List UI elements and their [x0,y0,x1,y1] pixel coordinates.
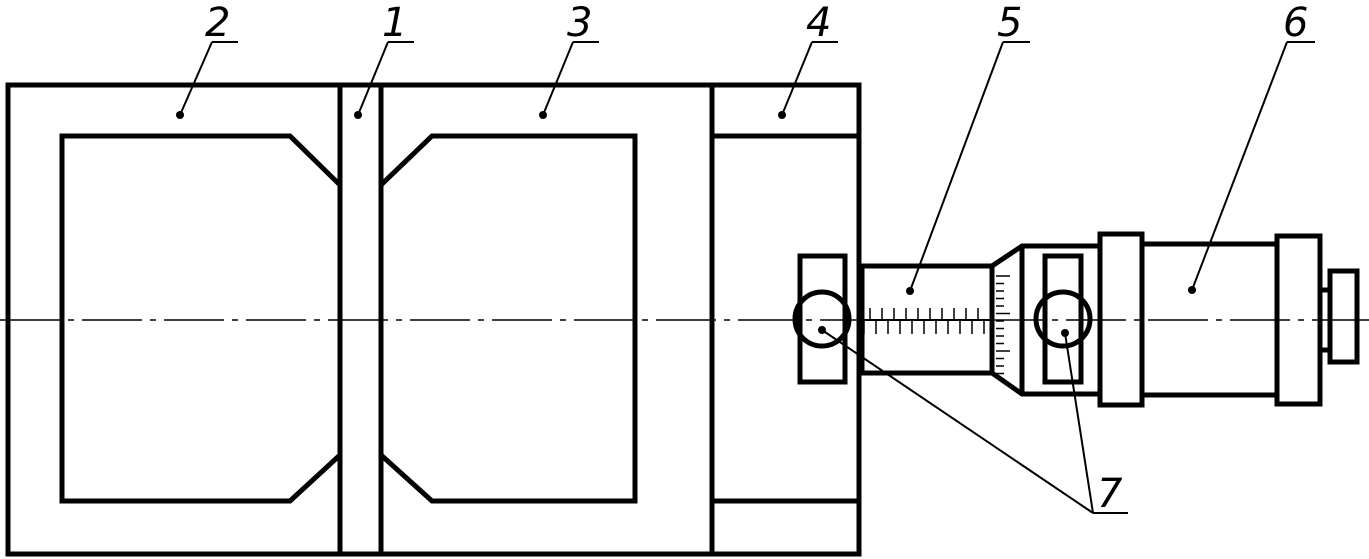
label-2: 2 [205,0,230,46]
right-cavity [378,133,638,504]
right-clamp [1033,253,1093,385]
label-6: 6 [1283,0,1308,46]
label-4: 4 [806,0,831,46]
left-clamp [792,253,852,385]
label-7: 7 [1097,471,1123,517]
leaders [176,41,1315,514]
ratchet-knob [1327,268,1360,365]
label-1: 1 [382,0,407,46]
label-5: 5 [997,0,1022,46]
left-cavity [59,133,343,504]
label-3: 3 [567,0,592,46]
